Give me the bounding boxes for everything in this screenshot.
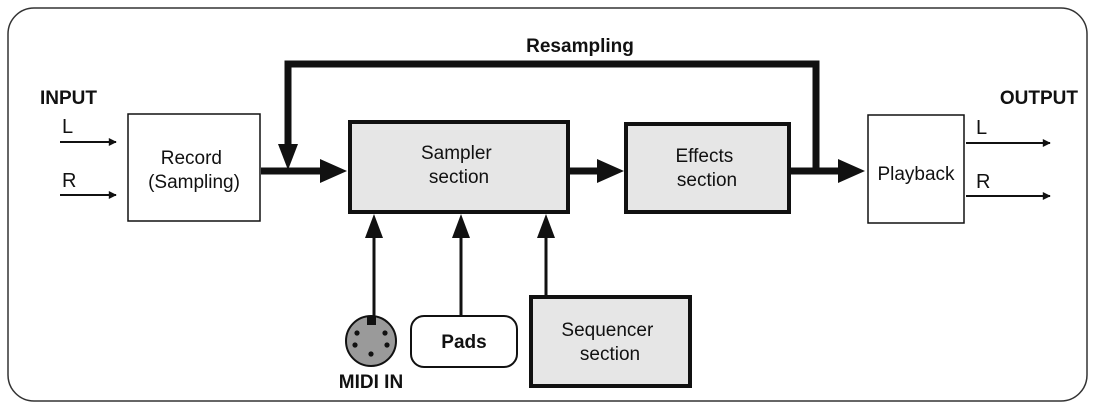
resampling-arrowhead [278, 144, 298, 170]
pads-block-label: Pads [441, 332, 486, 353]
flow-sequencer-to-sampler [537, 214, 555, 296]
input-r-label: R [62, 170, 76, 192]
midi-in-connector-icon [345, 315, 397, 367]
flow-midi-to-sampler [365, 214, 383, 316]
effects-block [624, 122, 791, 214]
sampler-block [348, 120, 570, 214]
resampling-loop [278, 60, 820, 170]
record-block [127, 113, 261, 222]
output-label: OUTPUT [1000, 88, 1079, 109]
flow-record-to-sampler [261, 159, 347, 183]
sequencer-block [529, 295, 692, 388]
record-block-label: Record (Sampling) [148, 148, 240, 193]
effects-block-label: Effects section [675, 146, 738, 191]
resampling-label: Resampling [526, 36, 634, 57]
sampler-block-label: Sampler section [421, 143, 497, 188]
output-l-label: L [976, 117, 987, 139]
output-r-label: R [976, 171, 990, 193]
midi-in-label: MIDI IN [339, 372, 403, 393]
playback-block-label: Playback [877, 164, 955, 185]
playback-block [867, 114, 965, 224]
sequencer-block-label: Sequencer section [561, 320, 658, 365]
diagram-frame [7, 7, 1088, 402]
flow-pads-to-sampler [452, 214, 470, 315]
flow-sampler-to-effects [569, 159, 624, 183]
flow-effects-to-playback [790, 159, 865, 183]
input-label: INPUT [40, 88, 97, 109]
pads-block [410, 315, 518, 368]
input-l-label: L [62, 116, 73, 138]
